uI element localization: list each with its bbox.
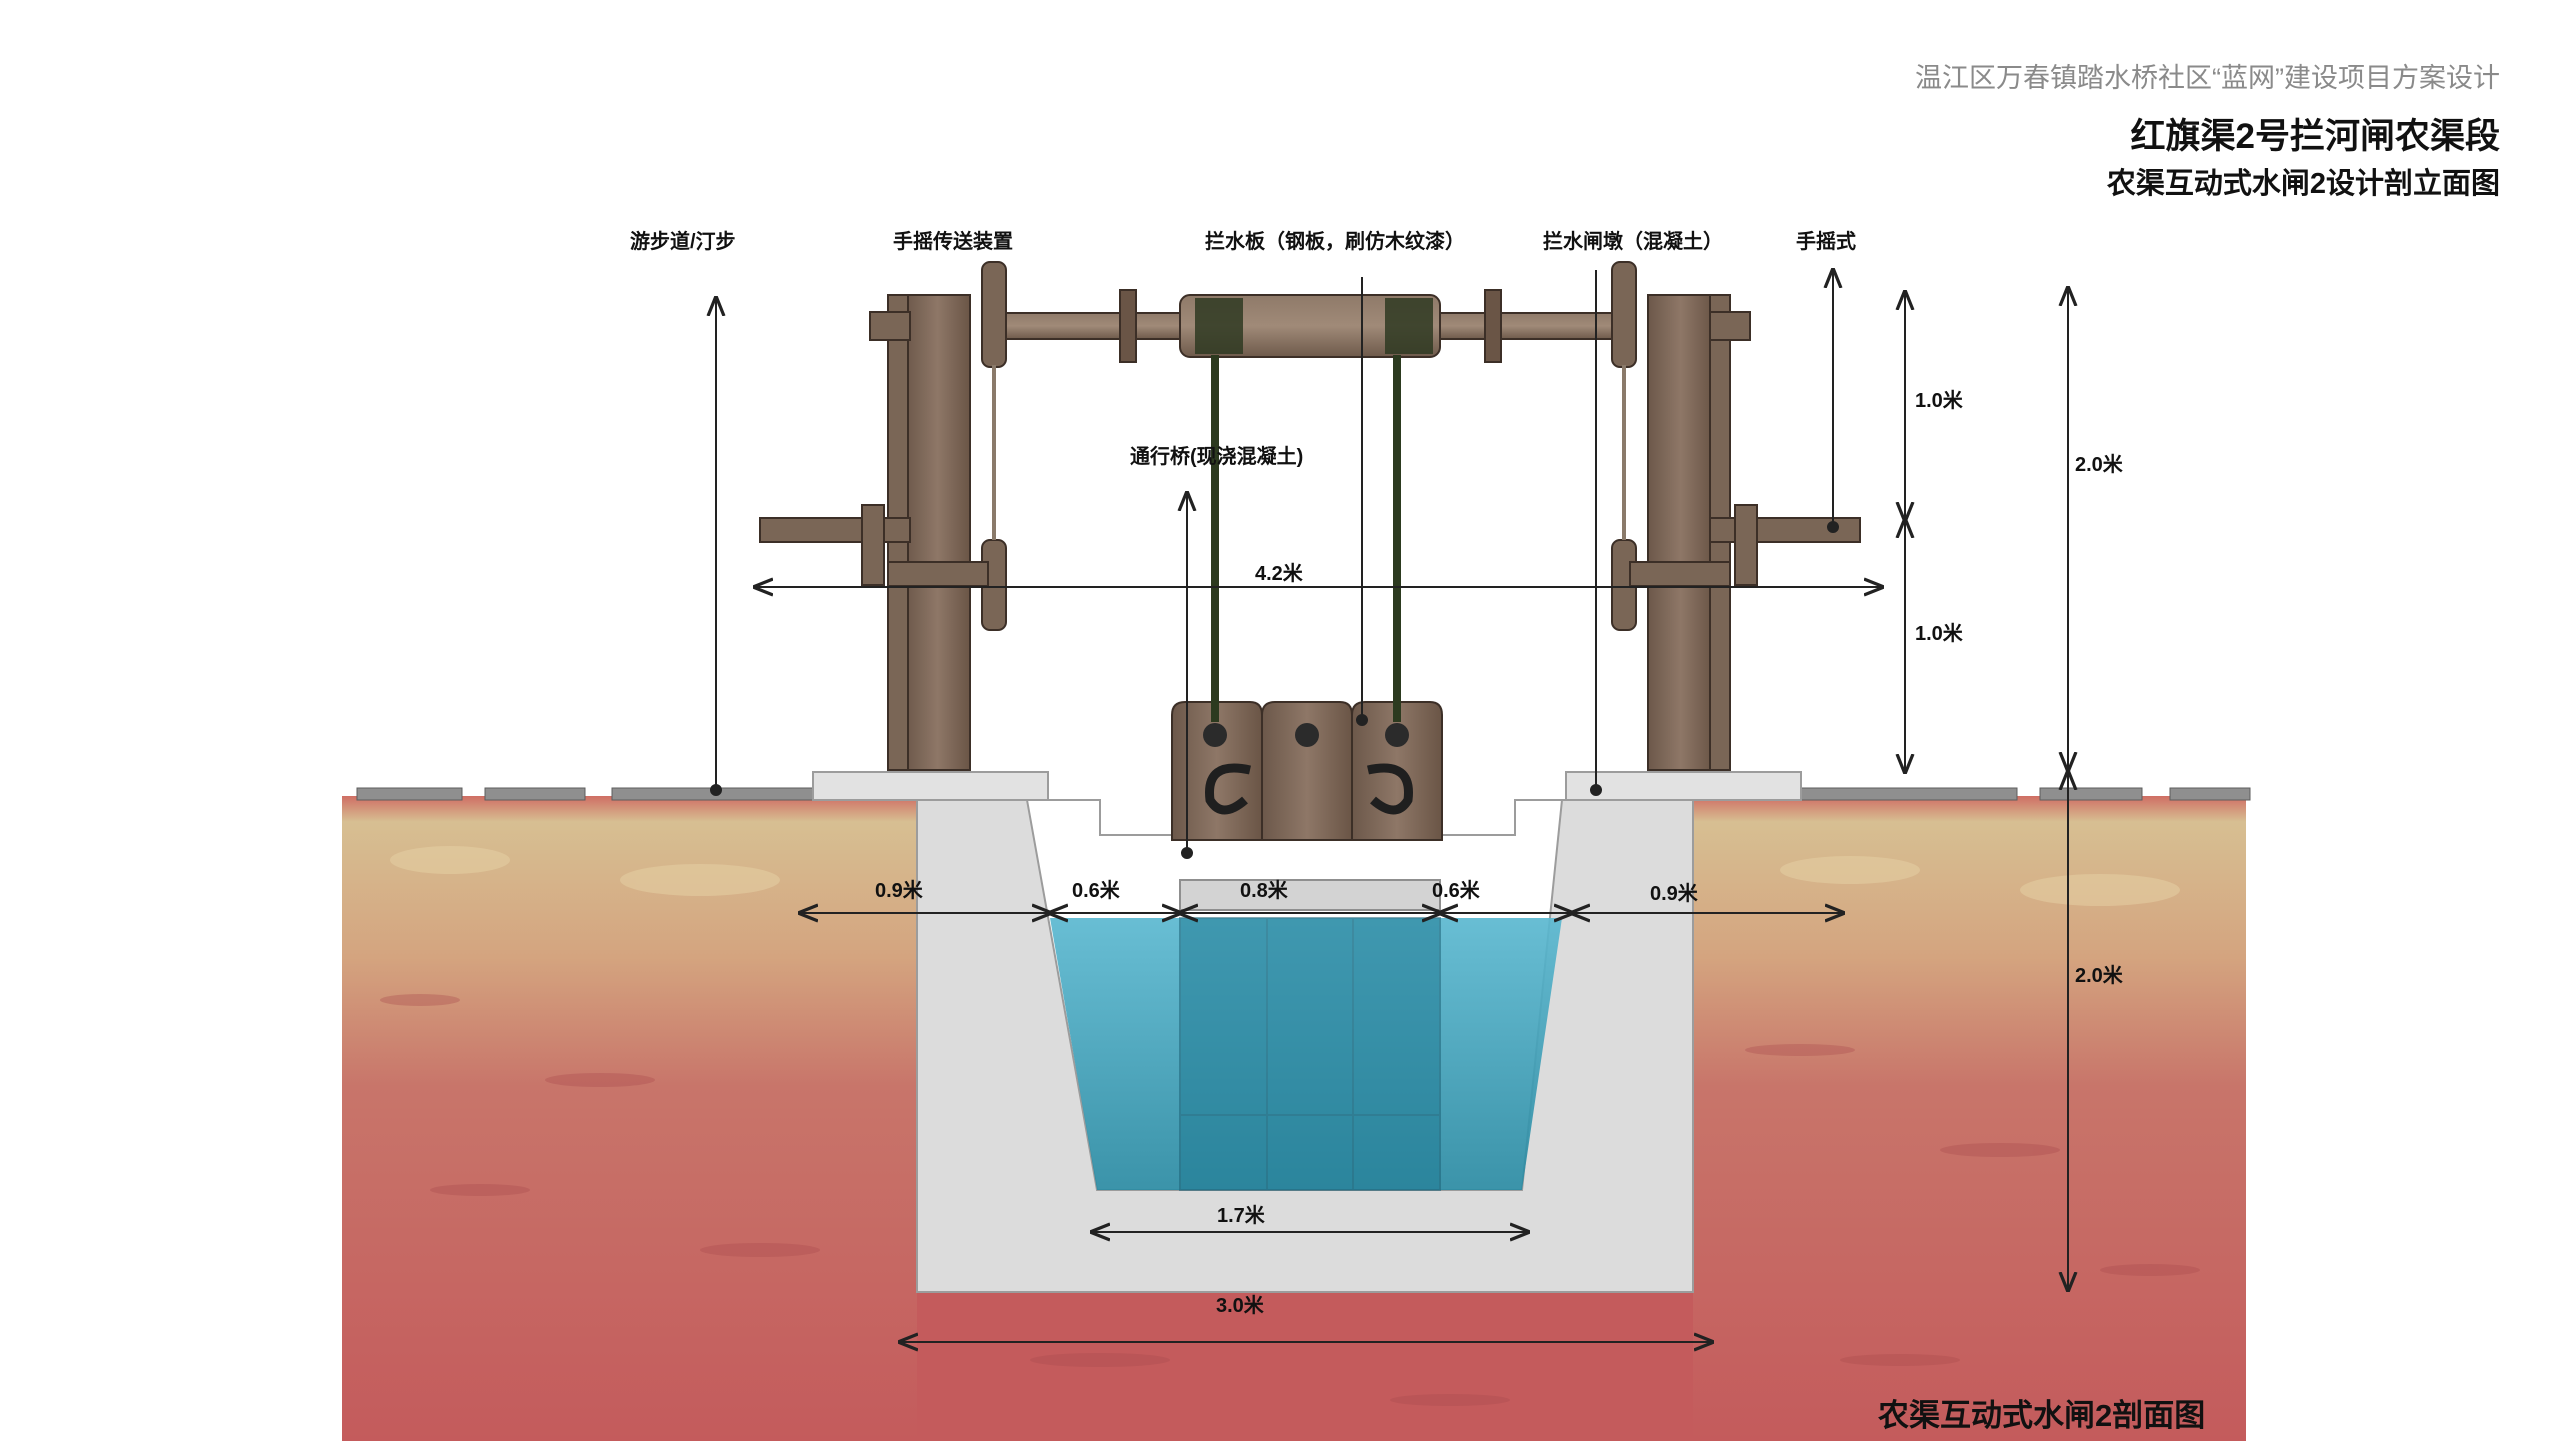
drawing-title: 农渠互动式水闸2设计剖立面图 (2106, 168, 2500, 200)
dim-channel-total: 3.0米 (1216, 1294, 1265, 1317)
project-title: 温江区万春镇踏水桥社区“蓝网”建设项目方案设计 (1915, 63, 2500, 93)
dim-depth-below: 2.0米 (2075, 964, 2124, 987)
gate-boards-submerged (1179, 917, 1441, 1191)
dim-upper-height: 1.0米 (1915, 389, 1964, 412)
dim-slope-left: 0.6米 (1072, 879, 1121, 902)
label-hand-transmission: 手摇传送装置 (893, 229, 1013, 253)
label-bridge: 通行桥(现浇混凝土) (1130, 444, 1303, 468)
dim-bank-left: 0.9米 (875, 879, 924, 902)
label-gate-pier: 拦水闸墩（混凝土） (1543, 229, 1723, 253)
top-slab-left (812, 771, 1049, 801)
callout-leaders (711, 270, 1838, 859)
drawing-caption: 农渠互动式水闸2剖面图 (1878, 1398, 2205, 1433)
lifting-chains (1211, 355, 1401, 722)
bridge-slab (1179, 879, 1441, 911)
dim-channel-bottom: 1.7米 (1217, 1204, 1266, 1227)
soil-right (1693, 796, 2246, 1441)
label-hand-crank: 手摇式 (1796, 229, 1856, 253)
right-post (1647, 294, 1751, 771)
label-gate-board: 拦水板（钢板，刷仿木纹漆） (1205, 229, 1465, 253)
soil-left (342, 796, 917, 1441)
label-walkway: 游步道/汀步 (630, 229, 736, 253)
soil-texture (380, 994, 2200, 1406)
top-slab-right (1565, 771, 1802, 801)
dimension-lines (755, 288, 2068, 1342)
dim-lower-height: 1.0米 (1915, 622, 1964, 645)
section-title: 红旗渠2号拦河闸农渠段 (2130, 117, 2500, 156)
soil-bottom (917, 1292, 1693, 1441)
dim-bank-right: 0.9米 (1650, 882, 1699, 905)
hand-crank-left (759, 504, 989, 587)
axle-beam (999, 289, 1621, 363)
gate-board (1171, 701, 1443, 841)
dim-slope-right: 0.6米 (1432, 879, 1481, 902)
dim-frame-span: 4.2米 (1255, 562, 1304, 585)
dim-total-height: 2.0米 (2075, 453, 2124, 476)
dim-gate-width: 0.8米 (1240, 879, 1289, 902)
drive-chain (992, 365, 1626, 540)
